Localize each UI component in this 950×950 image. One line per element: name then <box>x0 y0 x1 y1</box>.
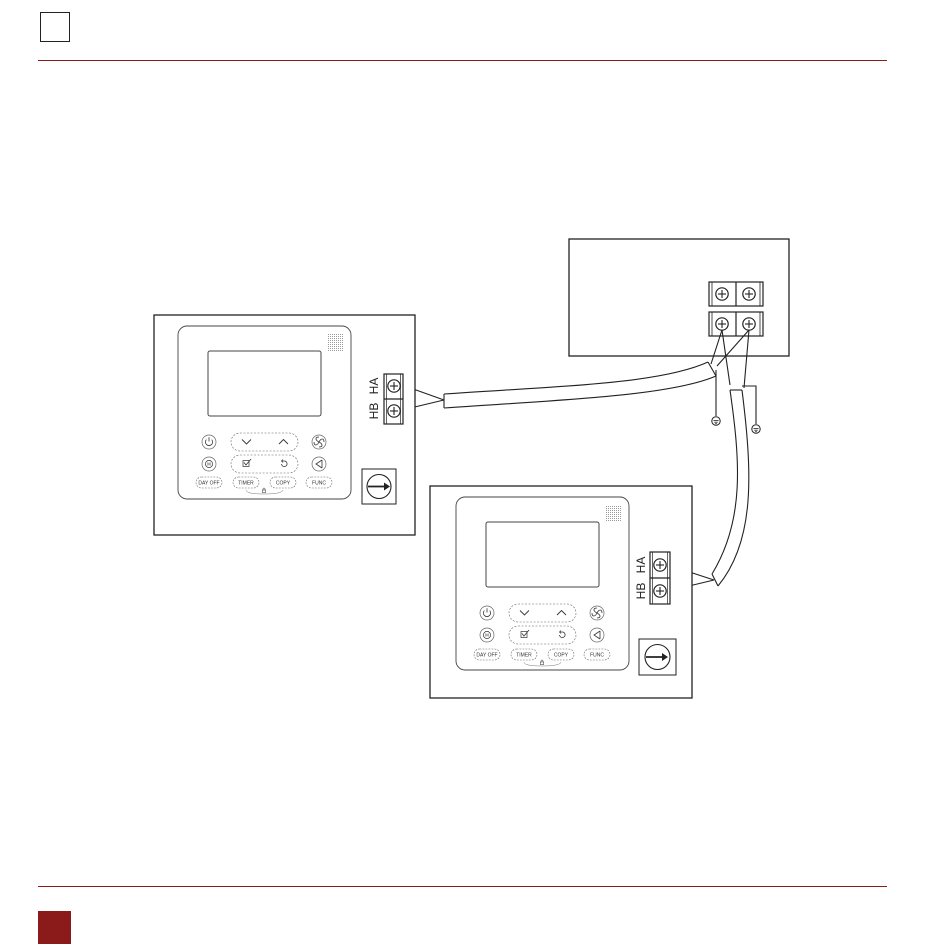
func-label: FUNC <box>312 480 326 486</box>
screw-terminal-icon <box>743 288 755 300</box>
svg-text:M: M <box>485 633 489 638</box>
terminal-label-hb: HB <box>367 403 381 420</box>
copy-label: COPY <box>276 480 291 486</box>
timer-label: TIMER <box>516 652 532 658</box>
day-off-label: DAY OFF <box>198 480 219 486</box>
controller-left: M DAY OFF TIMER COPY FUNC <box>154 315 415 535</box>
arrow-right-icon <box>367 475 391 499</box>
screw-terminal-icon <box>654 559 666 571</box>
terminal-label-ha: HA <box>634 557 648 574</box>
screw-terminal-icon <box>716 288 728 300</box>
ground-icon <box>712 417 720 425</box>
controller-right: M DAY OFF TIMER COPY FUNC <box>430 486 692 698</box>
svg-text:M: M <box>207 462 211 467</box>
screw-terminal-icon <box>716 318 728 330</box>
arrow-right-icon <box>645 645 670 670</box>
screw-terminal-icon <box>743 318 755 330</box>
func-label: FUNC <box>590 652 604 658</box>
screw-terminal-icon <box>388 405 400 417</box>
screw-terminal-icon <box>654 585 666 597</box>
ground-icon <box>752 425 760 433</box>
screw-terminal-icon <box>388 380 400 392</box>
terminal-label-ha: HA <box>367 378 381 395</box>
copy-label: COPY <box>554 652 569 658</box>
day-off-label: DAY OFF <box>476 652 497 658</box>
indoor-unit <box>569 239 789 356</box>
terminal-label-hb: HB <box>634 583 648 600</box>
timer-label: TIMER <box>238 480 254 486</box>
